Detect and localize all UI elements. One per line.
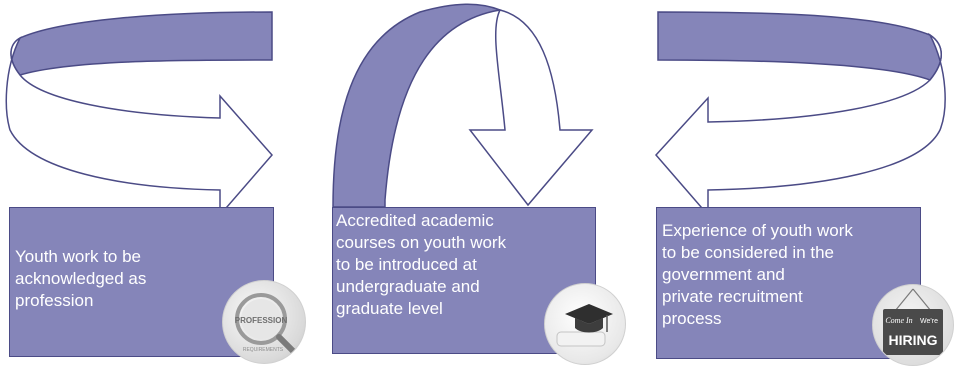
curved-arrow-left-front bbox=[5, 36, 273, 218]
step-box-recruitment-text: Experience of youth work to be considere… bbox=[662, 221, 853, 328]
arch-arrow-middle-head bbox=[468, 9, 594, 207]
step-box-profession-text: Youth work to be acknowledged as profess… bbox=[15, 247, 147, 310]
arch-arrow-middle-band bbox=[332, 3, 503, 208]
were-text: We're bbox=[920, 318, 938, 325]
curved-arrow-right bbox=[654, 11, 946, 218]
profession-word: PROFESSION bbox=[235, 316, 288, 325]
hiring-sign-icon: Come In We're HIRING bbox=[872, 284, 954, 366]
curved-arrow-left-back bbox=[10, 11, 273, 76]
curved-arrow-right-front bbox=[654, 32, 946, 218]
step-box-academic-courses-text: Accredited academic courses on youth wor… bbox=[336, 211, 507, 318]
come-in-text: Come In bbox=[885, 316, 912, 325]
arch-arrow-middle bbox=[332, 3, 594, 208]
requirements-word: REQUIREMENTS bbox=[243, 347, 284, 353]
curved-arrow-left bbox=[5, 11, 273, 218]
graduation-cap-icon bbox=[544, 283, 626, 365]
hiring-sign-graphic: Come In We're HIRING bbox=[883, 288, 943, 355]
step-box-profession: Youth work to be acknowledged as profess… bbox=[9, 207, 274, 357]
curved-arrow-right-back bbox=[657, 11, 942, 81]
profession-magnifier-graphic: PROFESSION REQUIREMENTS bbox=[235, 293, 300, 358]
step-box-academic-courses: Accredited academic courses on youth wor… bbox=[332, 207, 596, 354]
hiring-text: HIRING bbox=[889, 332, 938, 348]
profession-magnifier-icon: PROFESSION REQUIREMENTS bbox=[222, 280, 306, 364]
graduation-cap-graphic bbox=[556, 304, 613, 347]
